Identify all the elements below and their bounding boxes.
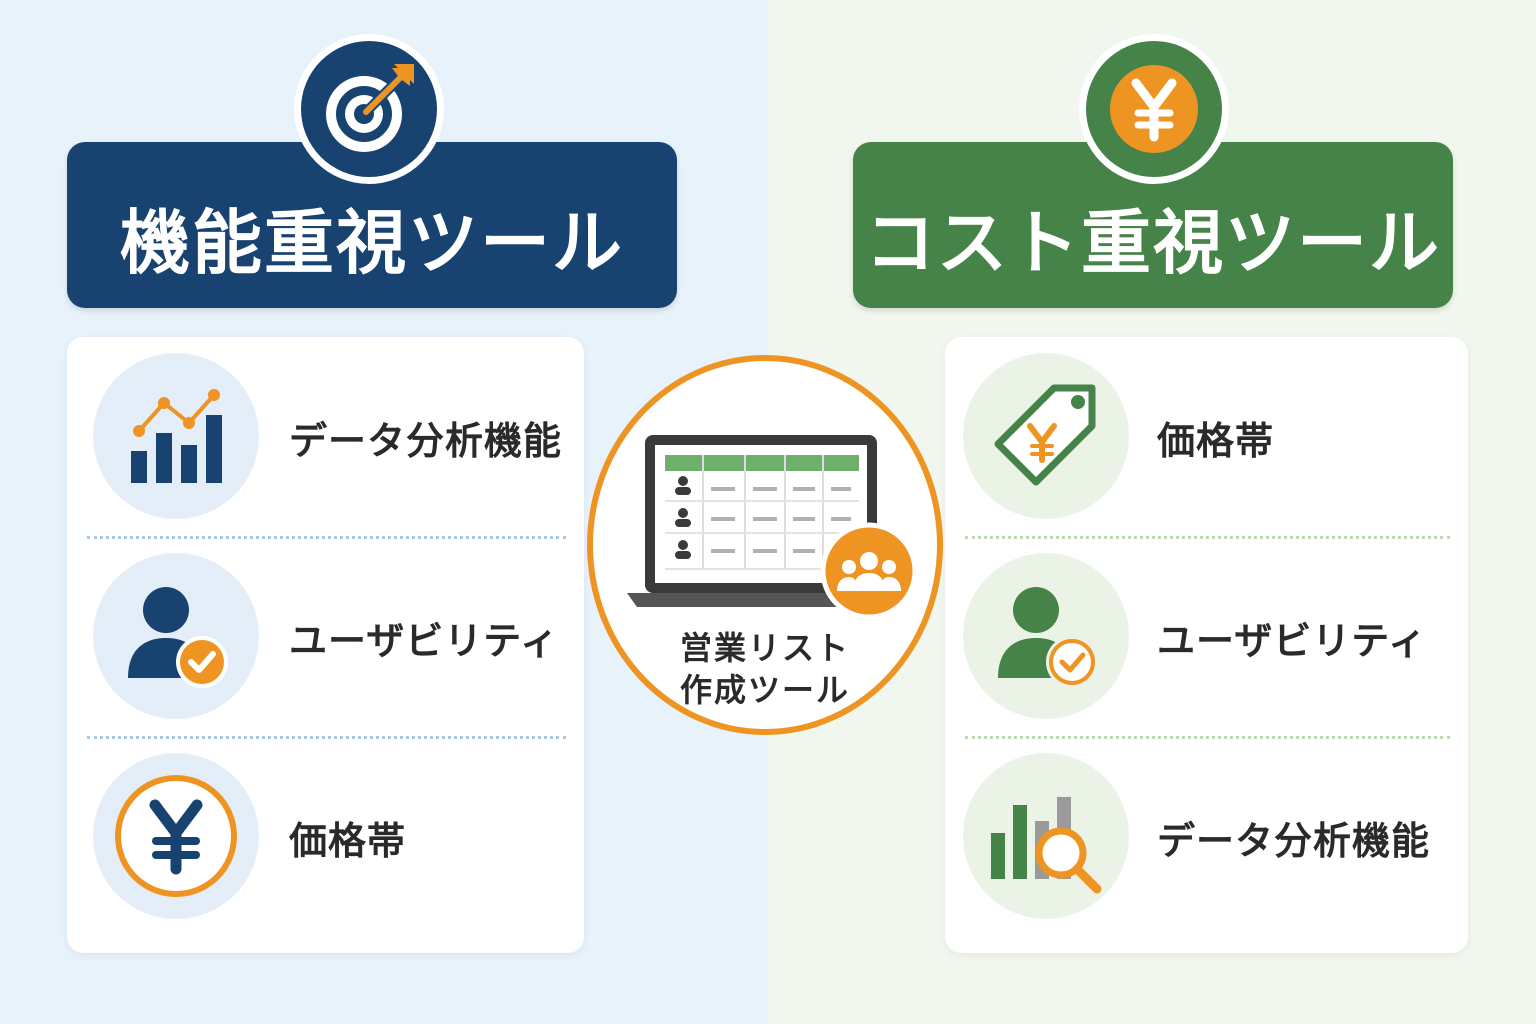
bar-chart-search-icon	[991, 797, 1102, 894]
feature-focused-title: 機能重視ツール	[120, 201, 624, 284]
center-label-line2: 作成ツール	[679, 671, 850, 709]
feature-focused-banner: 機能重視ツール	[67, 142, 677, 308]
list-item: 価格帯	[67, 737, 584, 937]
item-label-price-range: 価格帯	[289, 818, 407, 863]
item-label-data-analysis: データ分析機能	[289, 418, 563, 463]
target-arrow-icon	[326, 64, 414, 152]
yen-coin-badge	[1079, 34, 1229, 184]
divider	[87, 736, 566, 739]
target-badge	[294, 34, 444, 184]
item-label-data-analysis: データ分析機能	[1157, 818, 1431, 863]
list-item: データ分析機能	[67, 337, 584, 537]
yen-circle-icon	[115, 775, 237, 897]
divider	[965, 536, 1450, 539]
team-icon	[820, 522, 918, 620]
feature-focused-card: データ分析機能 ユーザビリティ 価格帯	[67, 337, 584, 953]
line-bar-chart-icon	[131, 389, 222, 483]
price-tag-yen-icon	[994, 384, 1096, 486]
cost-focused-title: コスト重視ツール	[865, 201, 1441, 284]
list-item: ユーザビリティ	[945, 537, 1468, 737]
item-label-usability: ユーザビリティ	[1157, 618, 1427, 663]
center-label-line1: 営業リスト	[679, 629, 850, 667]
list-item: ユーザビリティ	[67, 537, 584, 737]
divider	[87, 536, 566, 539]
item-label-price-range: 価格帯	[1157, 418, 1275, 463]
divider	[965, 736, 1450, 739]
user-check-icon	[128, 587, 228, 688]
sales-list-tool-center: 営業リスト 作成ツール	[587, 355, 943, 735]
item-label-usability: ユーザビリティ	[289, 618, 559, 663]
cost-focused-card: 価格帯 ユーザビリティ データ分析機能	[945, 337, 1468, 953]
yen-coin-icon	[1110, 65, 1198, 153]
user-check-icon	[998, 587, 1098, 688]
list-item: 価格帯	[945, 337, 1468, 537]
list-item: データ分析機能	[945, 737, 1468, 937]
